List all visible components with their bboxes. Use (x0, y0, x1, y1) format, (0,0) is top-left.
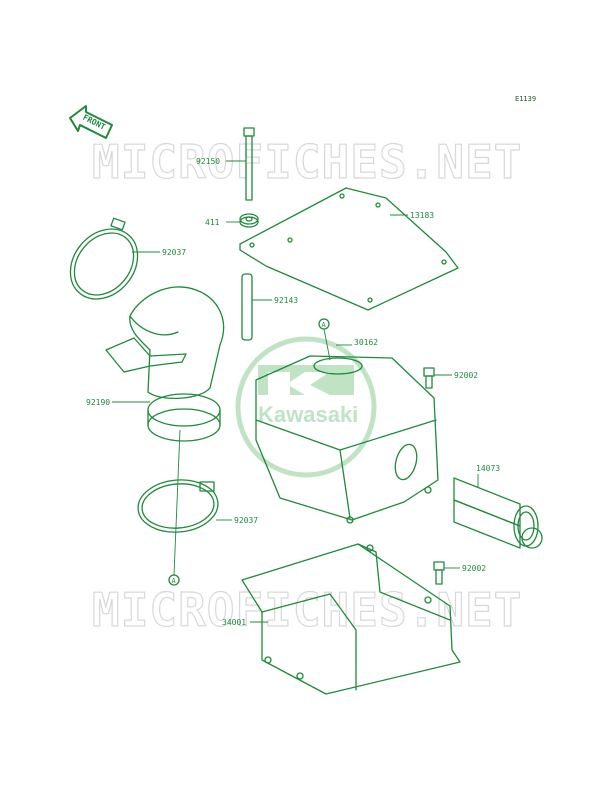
clamp-92037-upper (69, 217, 139, 300)
part-label-92002-upper: 92002 (454, 371, 478, 380)
logo-text: Kawasaki (258, 402, 358, 427)
part-label-13183: 13183 (410, 211, 434, 220)
part-label-34001: 34001 (222, 618, 246, 627)
reference-marker-a-bottom: A (168, 429, 181, 586)
page-code: E1139 (515, 95, 536, 103)
reference-marker-a-top: A (318, 318, 331, 361)
clamp-92037-lower (137, 479, 219, 533)
filter-14073 (453, 477, 543, 549)
plate-13183 (239, 187, 459, 311)
tube-92143 (241, 273, 253, 341)
bracket-34001 (241, 543, 461, 695)
part-label-92037-upper: 92037 (162, 248, 186, 257)
part-label-92190: 92190 (86, 398, 110, 407)
duct-92190 (105, 286, 225, 442)
watermark-top: MICROFICHES.NET (92, 135, 522, 189)
kawasaki-logo: Kawasaki (235, 336, 377, 478)
airbox-30162 (255, 355, 439, 524)
front-arrow-icon: FRONT (69, 105, 113, 139)
part-label-92143: 92143 (274, 296, 298, 305)
watermark-bottom: MICROFICHES.NET (92, 583, 522, 637)
part-label-92002-lower: 92002 (462, 564, 486, 573)
part-label-30162: 30162 (354, 338, 378, 347)
bolt-92002-lower (433, 561, 445, 585)
bolt-92002-upper (423, 367, 435, 389)
svg-text:A: A (322, 321, 327, 329)
bolt-92150 (243, 127, 255, 201)
part-label-411: 411 (205, 218, 220, 227)
part-label-92037-lower: 92037 (234, 516, 258, 525)
washer-411 (239, 213, 259, 228)
part-label-92150: 92150 (196, 157, 220, 166)
svg-text:A: A (172, 577, 177, 585)
part-label-14073: 14073 (476, 464, 500, 473)
